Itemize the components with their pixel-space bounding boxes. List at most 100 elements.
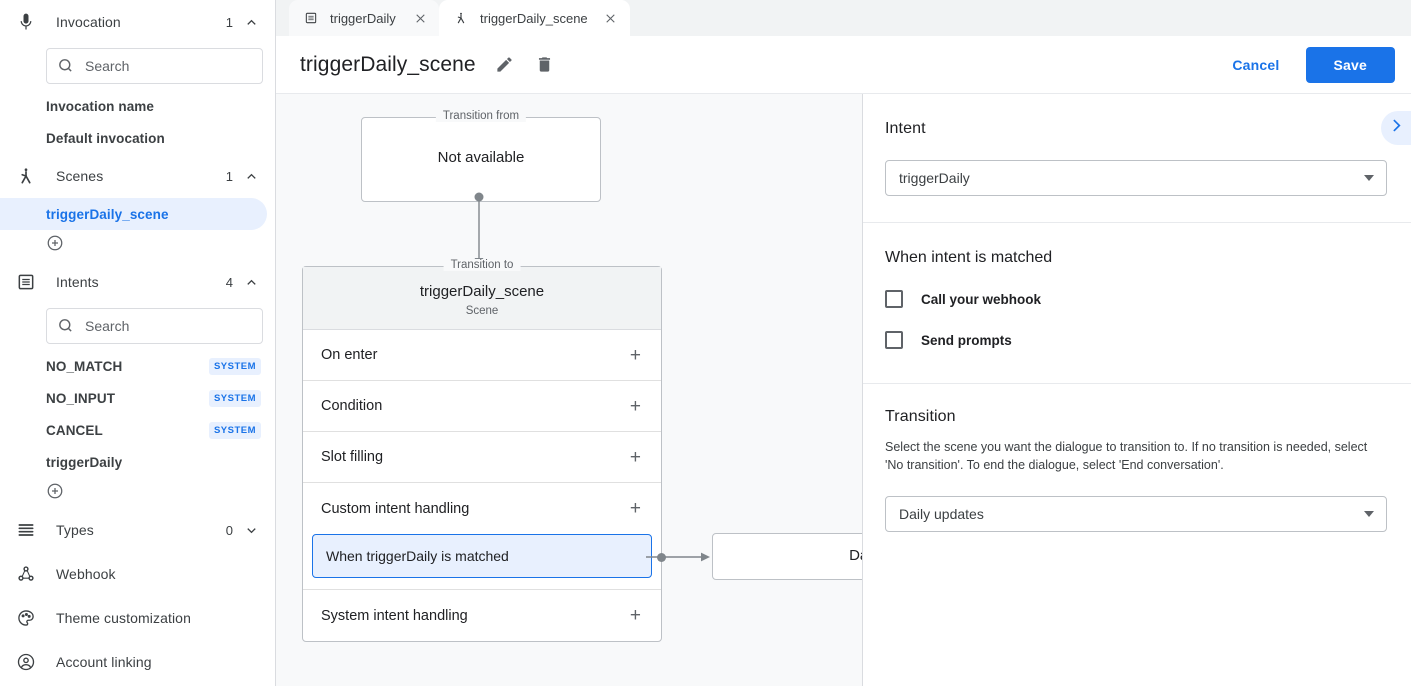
scene-row-system-intent-handling[interactable]: System intent handling + [303,590,661,641]
sidebar-item-label: NO_MATCH [46,358,123,374]
list-box-icon [14,270,38,294]
search-icon [57,57,75,75]
tab-bar: triggerDaily triggerDaily_scene [276,0,1411,36]
sidebar-item-triggerdaily[interactable]: triggerDaily [0,446,275,478]
sidebar-section-types[interactable]: Types 0 [0,508,275,552]
add-scene-button[interactable] [0,230,275,260]
sidebar-item-label: NO_INPUT [46,390,116,406]
sidebar-item-label: Account linking [56,654,152,670]
checkbox-send-prompts[interactable]: Send prompts [885,331,1387,349]
scene-row-condition[interactable]: Condition + [303,381,661,432]
close-icon[interactable] [411,9,429,27]
close-icon[interactable] [602,9,620,27]
invocation-search[interactable] [46,48,263,84]
sidebar-item-cancel[interactable]: CANCEL SYSTEM [0,414,275,446]
tab-label: triggerDaily_scene [480,10,588,26]
status-badge: SYSTEM [208,421,261,439]
status-badge: SYSTEM [208,357,261,375]
intent-select[interactable]: triggerDaily [885,160,1387,196]
pencil-icon[interactable] [494,54,516,76]
intent-section: Intent triggerDaily [863,94,1411,223]
sidebar-item-invocation-name[interactable]: Invocation name [0,90,275,122]
transition-description: Select the scene you want the dialogue t… [885,440,1368,473]
trash-icon[interactable] [534,54,556,76]
sidebar-item-default-invocation[interactable]: Default invocation [0,122,275,154]
sidebar-item-theme-customization[interactable]: Theme customization [0,596,275,640]
transition-to-legend: Transition to [443,259,521,271]
chevron-down-icon[interactable] [243,522,259,538]
checkbox-box[interactable] [885,331,903,349]
sidebar-item-triggerdaily-scene[interactable]: triggerDaily_scene [0,198,267,230]
page-header: triggerDaily_scene Cancel Save [276,36,1411,94]
chevron-up-icon[interactable] [243,14,259,30]
intent-select-value: triggerDaily [899,170,970,186]
when-intent-matched-heading: When intent is matched [885,249,1053,266]
transition-from-node[interactable]: Transition from Not available [361,110,601,202]
invocation-search-input[interactable] [85,58,252,74]
checkbox-call-your-webhook[interactable]: Call your webhook [885,290,1387,308]
sidebar-section-count: 1 [225,168,233,184]
sidebar-item-no-input[interactable]: NO_INPUT SYSTEM [0,382,275,414]
sidebar-section-label: Invocation [56,14,121,30]
transition-section: Transition Select the scene you want the… [863,384,1411,558]
add-intent-button[interactable] [0,478,275,508]
checkbox-box[interactable] [885,290,903,308]
lines-icon [14,518,38,542]
transition-heading: Transition [885,408,956,425]
intents-search[interactable] [46,308,263,344]
sidebar-section-scenes[interactable]: Scenes 1 [0,154,275,198]
chevron-up-icon[interactable] [243,168,259,184]
sidebar-section-intents[interactable]: Intents 4 [0,260,275,304]
plus-circle-icon [46,234,64,257]
sidebar-section-count: 0 [225,522,233,538]
intent-handler-triggerdaily[interactable]: When triggerDaily is matched [312,534,652,578]
microphone-icon [14,10,38,34]
tab-triggerdaily[interactable]: triggerDaily [289,0,439,36]
scene-graph-canvas[interactable]: Transition from Not available Transition… [276,94,862,686]
transition-from-legend: Transition from [435,110,527,122]
scene-node-icon [14,164,38,188]
add-slot-filling-icon[interactable]: + [629,446,641,468]
transition-to-node[interactable]: Tr Dail [712,533,862,580]
sidebar-item-webhook[interactable]: Webhook [0,552,275,596]
intent-handler-wrap: When triggerDaily is matched [303,534,666,590]
intent-heading: Intent [885,120,926,137]
sidebar-section-label: Types [56,522,94,538]
sidebar-item-label: triggerDaily [46,454,123,470]
sidebar-item-label: CANCEL [46,422,103,438]
transition-from-text: Not available [437,149,525,166]
sidebar-item-no-match[interactable]: NO_MATCH SYSTEM [0,350,275,382]
scene-card-subtitle: Scene [465,305,499,317]
cancel-button[interactable]: Cancel [1218,48,1293,82]
sidebar-section-invocation[interactable]: Invocation 1 [0,0,275,44]
scene-row-custom-intent-handling[interactable]: Custom intent handling + [303,483,661,534]
add-on-enter-icon[interactable]: + [629,344,641,366]
transition-select[interactable]: Daily updates [885,496,1387,533]
checkbox-label: Send prompts [921,332,1012,348]
scene-row-label: On enter [321,347,378,363]
tab-label: triggerDaily [330,10,396,26]
chevron-up-icon[interactable] [243,274,259,290]
sidebar-item-label: Webhook [56,566,116,582]
scene-row-slot-filling[interactable]: Slot filling + [303,432,661,483]
checkbox-label: Call your webhook [921,291,1042,307]
scene-row-on-enter[interactable]: On enter + [303,330,661,381]
sidebar-item-account-linking[interactable]: Account linking [0,640,275,684]
add-custom-intent-handling-icon[interactable]: + [629,498,641,519]
add-system-intent-handling-icon[interactable]: + [629,605,641,626]
sidebar-item-label: triggerDaily_scene [46,206,169,222]
collapse-panel-button[interactable] [1381,111,1411,145]
when-intent-matched-section: When intent is matched Call your webhook… [863,223,1411,384]
save-button[interactable]: Save [1305,46,1395,83]
intent-icon [303,10,319,26]
scene-card[interactable]: Transition to triggerDaily_scene Scene O… [302,259,666,642]
chevron-down-icon [1364,511,1374,518]
add-condition-icon[interactable]: + [629,395,641,417]
sidebar: Invocation 1 Invocation name Default inv… [0,0,276,686]
sidebar-item-label: Invocation name [46,98,155,114]
tab-triggerdaily-scene[interactable]: triggerDaily_scene [439,0,630,36]
sidebar-section-label: Intents [56,274,99,290]
scene-row-label: System intent handling [321,607,468,624]
intents-search-input[interactable] [85,318,252,334]
